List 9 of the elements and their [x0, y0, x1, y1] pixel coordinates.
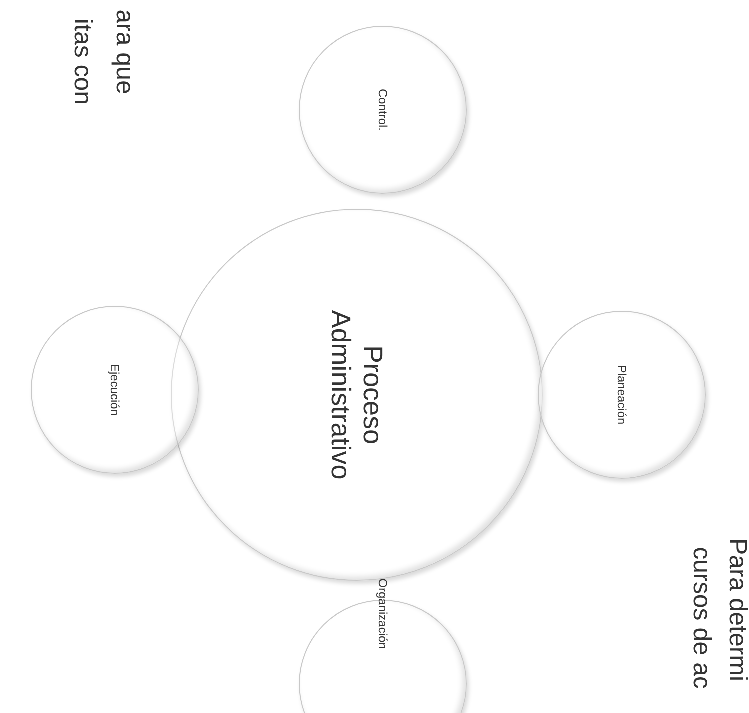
circle-label: Ejecución	[107, 362, 123, 418]
body-text: cursos de ac	[687, 547, 717, 689]
body-text: itas con	[68, 18, 98, 106]
circle-label: Organización	[375, 578, 391, 652]
body-text: ara que	[110, 10, 140, 94]
circle-label: Control.	[375, 88, 391, 134]
body-text: Para determi	[723, 538, 749, 682]
circle-label: Planeación	[614, 364, 630, 427]
circle-label: Proceso Administrativo	[325, 309, 389, 482]
